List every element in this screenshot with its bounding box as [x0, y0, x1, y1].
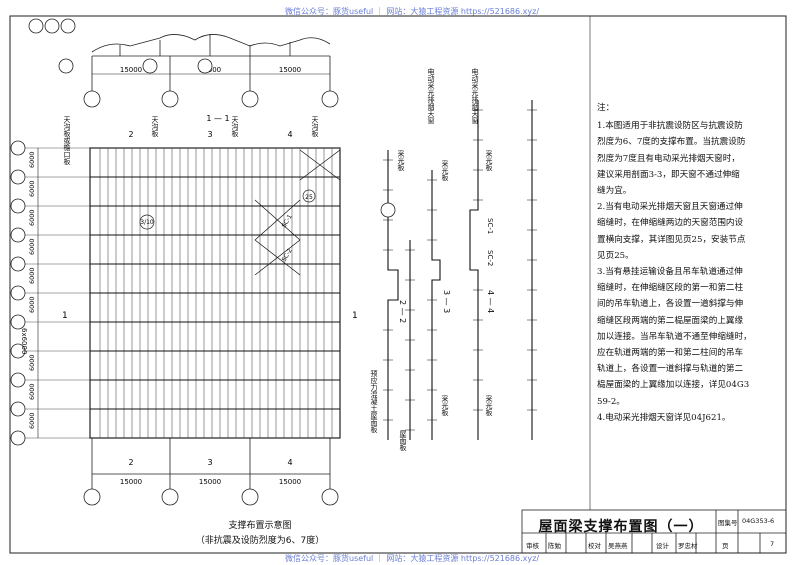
label-tiangou-2: 天沟板 — [231, 116, 239, 137]
note-line: 烈度为7度且有电动采光排烟天窗时， — [597, 153, 740, 164]
bay-dim-label: 6000 — [28, 354, 36, 371]
bay-dim-label: 6000 — [28, 383, 36, 400]
notes-block: 注： 1.本图适用于非抗震设防区与抗震设防烈度为6、7度的支撑布置。当抗震设防烈… — [597, 100, 787, 426]
note-line: 应在轨道两端的第一和第二柱间的吊车 — [597, 348, 744, 359]
note-line: 59-2。 — [597, 396, 625, 407]
s44-top1: 电动采光排烟天窗 — [471, 68, 479, 124]
s22-top: 采光板 — [397, 150, 405, 171]
bay-dim-label: 6000 — [28, 209, 36, 226]
note-line: 4.电动采光排烟天窗详见04J621。 — [597, 412, 731, 423]
note-line: 榀屋面梁的上翼缘加以连接，详见04G3 — [597, 380, 750, 391]
s44-bottom: 采光板 — [485, 395, 493, 416]
note-line: 轨道上，各设置一道斜撑与轨道的第二 — [597, 364, 744, 375]
roof-profile — [91, 34, 331, 57]
bay-axis-circle — [10, 401, 26, 417]
note-line: 烈度为6、7度的支撑布置。当抗震设防 — [597, 137, 746, 148]
note-line: 加以连接。当吊车轨道不通至伸缩缝时， — [597, 331, 752, 342]
note-line: 建议采用剖面3-3，即天窗不通过伸缩 — [597, 169, 740, 180]
detail-3-10: 3/10 — [140, 219, 154, 226]
axis-4-bottom: 4 — [287, 458, 292, 467]
section-marker: 1 — 1 — [206, 114, 229, 123]
s22-label: 2 — 2 — [398, 300, 407, 324]
section-2-2 — [383, 150, 415, 440]
bay-axis-circle — [10, 314, 26, 330]
page-no: 7 — [770, 540, 775, 548]
s33-bottom: 采光板 — [441, 395, 449, 416]
note-line: 置横向支撑，其详图见页25，安装节点 — [597, 234, 746, 245]
caption-title: 支撑布置示意图 — [228, 521, 292, 531]
bay-dim-label: 6000 — [28, 151, 36, 168]
span-dim-1: 15000 — [120, 66, 142, 74]
axis-3-top: 3 — [207, 130, 212, 139]
watermark-top: 微信公众号：豚货useful ｜ 网站：大猿工程资源 https://52168… — [285, 7, 540, 16]
detail-callouts-top — [28, 18, 213, 74]
check-label: 校对 — [588, 542, 601, 550]
bay-axis-circle — [10, 430, 26, 446]
axis-4-top: 4 — [287, 130, 292, 139]
bay-dim-label: 6000 — [28, 180, 36, 197]
reviewer: 陈勉 — [548, 542, 561, 550]
s44-top2: 采光板 — [485, 150, 493, 171]
bay-axis-circle — [10, 198, 26, 214]
notes-heading: 注： — [597, 103, 615, 113]
axis-2-top: 2 — [128, 130, 133, 139]
watermark-bottom: 微信公众号：豚货useful ｜ 网站：大猿工程资源 https://52168… — [285, 554, 540, 563]
atlas-no: 04G353-6 — [742, 517, 775, 525]
page-label: 页 — [722, 542, 729, 550]
side-marker-left: 1 — [62, 311, 68, 321]
note-line: 缩缝区段两端的第二榀屋面梁的上翼缘 — [597, 315, 744, 326]
bay-axis-circle — [10, 140, 26, 156]
note-line: 3.当有悬挂运输设备且吊车轨道通过伸 — [597, 267, 743, 278]
bay-axis-circle — [10, 256, 26, 272]
checker: 吴燕燕 — [608, 542, 628, 550]
bay-axis-circle — [10, 372, 26, 388]
s33-label: 3 — 3 — [442, 290, 451, 314]
s44-label: 4 — 4 — [486, 290, 495, 314]
axis-2-bottom: 2 — [128, 458, 133, 467]
note-line: 1.本图适用于非抗震设防区与抗震设防 — [597, 121, 743, 132]
s44-sc2: SC-2 — [486, 250, 494, 267]
s33-top1: 电动采光排烟天窗 — [427, 68, 435, 124]
section-3-3 — [427, 170, 441, 440]
bottom-axis-circles — [83, 438, 339, 506]
note-line: 2.当有电动采光排烟天窗且天窗通过伸 — [597, 202, 743, 213]
label-prestressed-beam: 预应力混凝土屋面板 — [370, 370, 378, 433]
section-4-4 — [469, 100, 537, 440]
title-block — [521, 509, 787, 554]
bay-axis-circle — [10, 227, 26, 243]
label-tiangou-1: 天沟板 — [151, 116, 159, 137]
title-block-title: 屋面梁支撑布置图（一） — [538, 519, 704, 535]
bay-axis-circle — [10, 285, 26, 301]
note-line: 间的吊车轨道上，各设置一道斜撑与伸 — [597, 299, 744, 310]
atlas-label: 图集号 — [718, 519, 738, 527]
design-label: 设计 — [656, 542, 669, 550]
s33-top2: 采光板 — [441, 160, 449, 181]
bay-dim-label: 6000 — [28, 296, 36, 313]
span-dim-bottom-2: 15000 — [199, 478, 221, 486]
label-tiangou-eave: 天沟板或檐口板 — [63, 116, 71, 165]
side-marker-right: 1 — [352, 311, 358, 321]
designer: 罗忠材 — [678, 542, 698, 550]
span-dim-bottom-3: 15000 — [279, 478, 301, 486]
transverse-braces — [254, 149, 341, 276]
s44-sc: SC-1 — [486, 218, 494, 235]
span-dim-3: 15000 — [279, 66, 301, 74]
note-line: 见页25。 — [597, 250, 634, 261]
note-line: 缝为宜。 — [597, 186, 632, 197]
span-dim-bottom-1: 15000 — [120, 478, 142, 486]
note-line: 缩缝时，在伸缩缝两边的天窗范围内设 — [597, 218, 744, 229]
s22-bottom: 屋面板 — [399, 430, 407, 451]
review-label: 审核 — [526, 542, 539, 550]
axis-3-bottom: 3 — [207, 458, 212, 467]
note-line: 缩缝时，在伸缩缝区段的第一和第二柱 — [597, 283, 744, 294]
bay-dim-alt: 6x6000 — [20, 328, 28, 355]
bay-dim-label: 6000 — [28, 267, 36, 284]
bay-dim-label: 6000 — [28, 238, 36, 255]
bay-axis-circle — [10, 169, 26, 185]
label-tiangou-3: 天沟板 — [311, 116, 319, 137]
bay-dim-label: 6000 — [28, 412, 36, 429]
caption-subtitle: （非抗震及设防烈度为6、7度） — [195, 536, 325, 546]
detail-25: 25 — [305, 194, 313, 201]
